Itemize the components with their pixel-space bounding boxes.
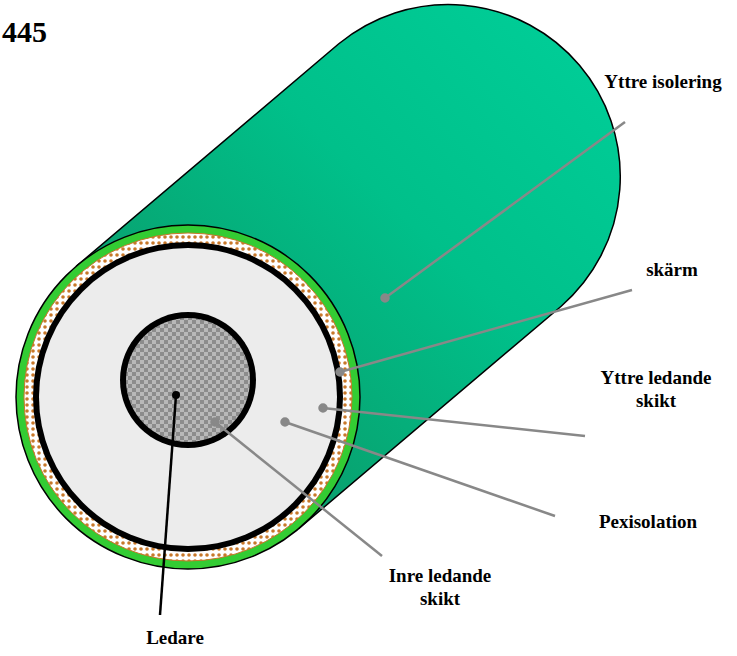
pex-insulation xyxy=(39,248,337,546)
part-label: Inre ledande skikt xyxy=(375,565,505,611)
leader-line xyxy=(160,395,176,615)
leader-dot xyxy=(172,391,180,399)
leader-dot xyxy=(337,369,344,376)
leader-line xyxy=(340,290,632,372)
part-label: skärm xyxy=(612,259,732,282)
outer-conducting-layer xyxy=(33,242,343,552)
leader-dot xyxy=(282,419,289,426)
leader-line xyxy=(215,422,382,556)
leader-line xyxy=(285,422,555,516)
part-label: Yttre isolering xyxy=(593,71,733,94)
screen xyxy=(24,233,352,561)
leader-line xyxy=(323,408,585,436)
leader-dot xyxy=(212,419,219,426)
leader-dot xyxy=(320,405,327,412)
conductor xyxy=(126,318,250,442)
part-label: Ledare xyxy=(125,627,225,650)
outer-insulation xyxy=(16,225,360,569)
part-label: Yttre ledande skikt xyxy=(586,367,726,413)
cable-number: 445 xyxy=(2,14,47,50)
part-label: Pexisolation xyxy=(563,511,733,534)
leader-line xyxy=(385,122,625,298)
leader-dot xyxy=(382,295,389,302)
inner-conducting-layer xyxy=(120,312,256,448)
